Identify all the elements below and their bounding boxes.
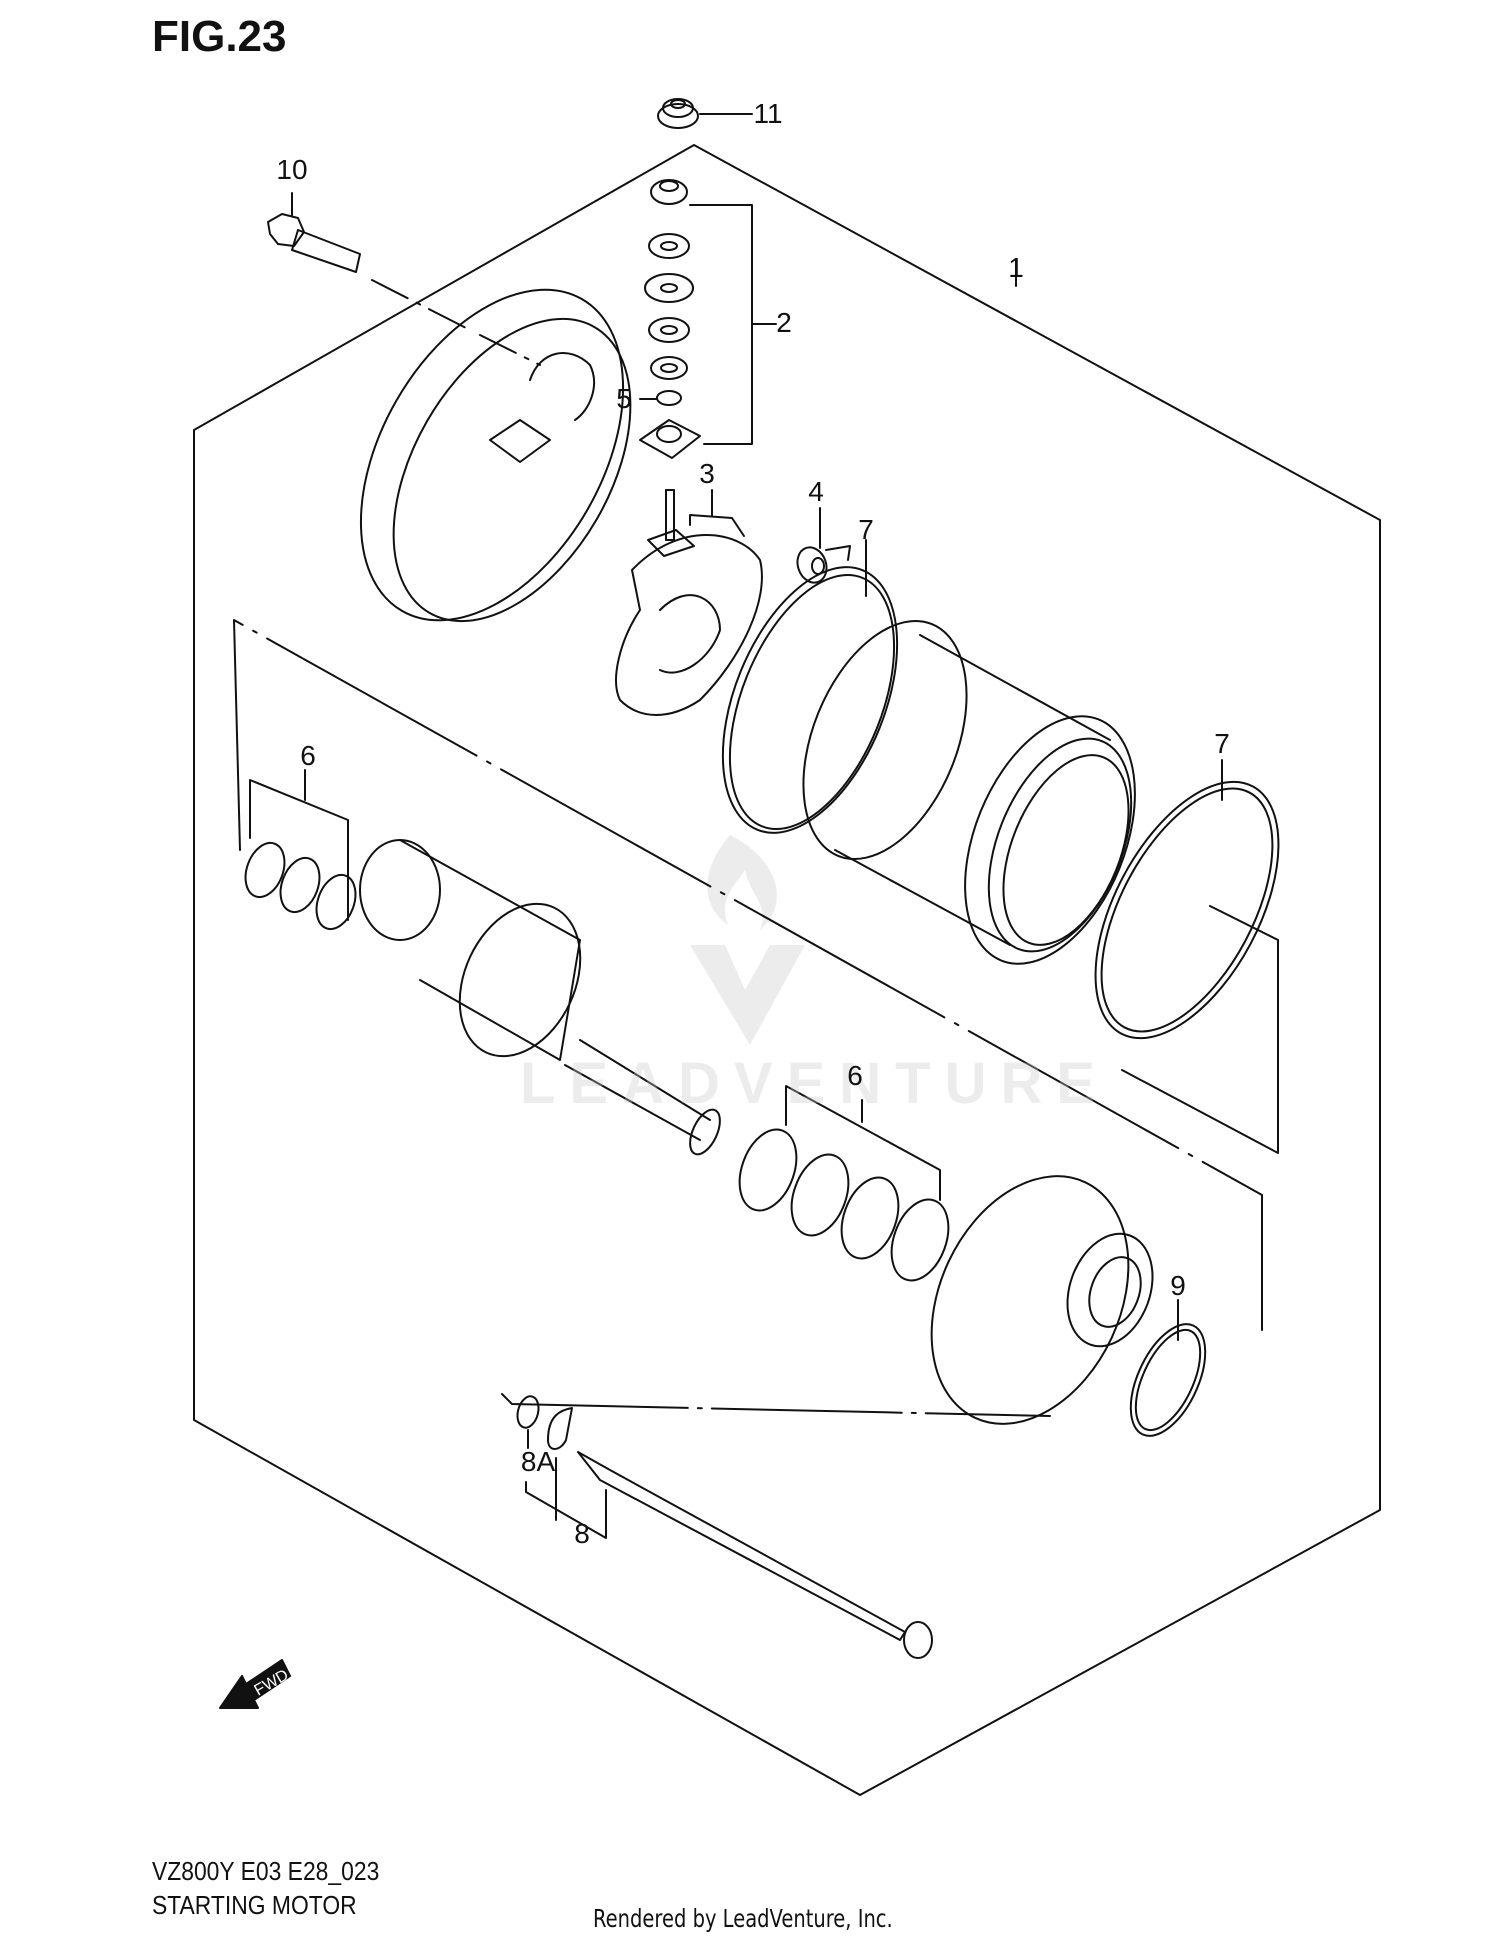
armature-icon [244, 769, 721, 1156]
callout-10[interactable]: 10 [276, 154, 308, 185]
callout-11[interactable]: 11 [753, 98, 783, 129]
fwd-direction-arrow-icon: FWD [219, 1659, 292, 1709]
callout-1[interactable]: 1 [1008, 252, 1024, 283]
front-housing-icon [930, 1175, 1154, 1425]
model-code: VZ800Y E03 E28_023 [152, 1856, 380, 1886]
assembly-name: STARTING MOTOR [152, 1890, 357, 1920]
terminal-stack-icon [639, 179, 777, 459]
brush-spring-icon [796, 507, 851, 584]
bolt-10-icon [267, 192, 541, 366]
callout-6-front[interactable]: 6 [847, 1060, 863, 1091]
callout-5[interactable]: 5 [616, 383, 632, 414]
callout-7-front[interactable]: 7 [1214, 728, 1230, 759]
figure-title: FIG.23 [152, 12, 287, 61]
washer-set-6-front-icon [738, 1085, 950, 1282]
o-ring-7-front-icon [1094, 759, 1280, 1154]
callout-4[interactable]: 4 [808, 476, 824, 507]
o-ring-9-icon [1129, 1299, 1207, 1437]
callout-3[interactable]: 3 [699, 458, 715, 489]
subassembly-boundary-outline [233, 619, 1263, 1331]
nut-11-icon [657, 98, 753, 129]
rendered-by-credit: Rendered by LeadVenture, Inc. [593, 1904, 893, 1933]
assembly-boundary-outline [193, 144, 1381, 1796]
watermark-logo-icon [690, 835, 805, 1045]
callout-6-rear[interactable]: 6 [300, 740, 316, 771]
callout-7-rear[interactable]: 7 [858, 514, 874, 545]
brush-holder-icon [615, 489, 763, 716]
callout-2[interactable]: 2 [776, 307, 792, 338]
callout-8[interactable]: 8 [574, 1518, 590, 1549]
o-ring-7-rear-icon [721, 539, 899, 834]
callout-9[interactable]: 9 [1170, 1270, 1186, 1301]
yoke-icon [802, 620, 1136, 965]
rear-cover-icon [359, 288, 632, 623]
housing-bolt-icon [501, 1393, 1051, 1659]
callout-8A[interactable]: 8A [520, 1446, 556, 1477]
watermark-text: LEADVENTURE [520, 1051, 1110, 1116]
